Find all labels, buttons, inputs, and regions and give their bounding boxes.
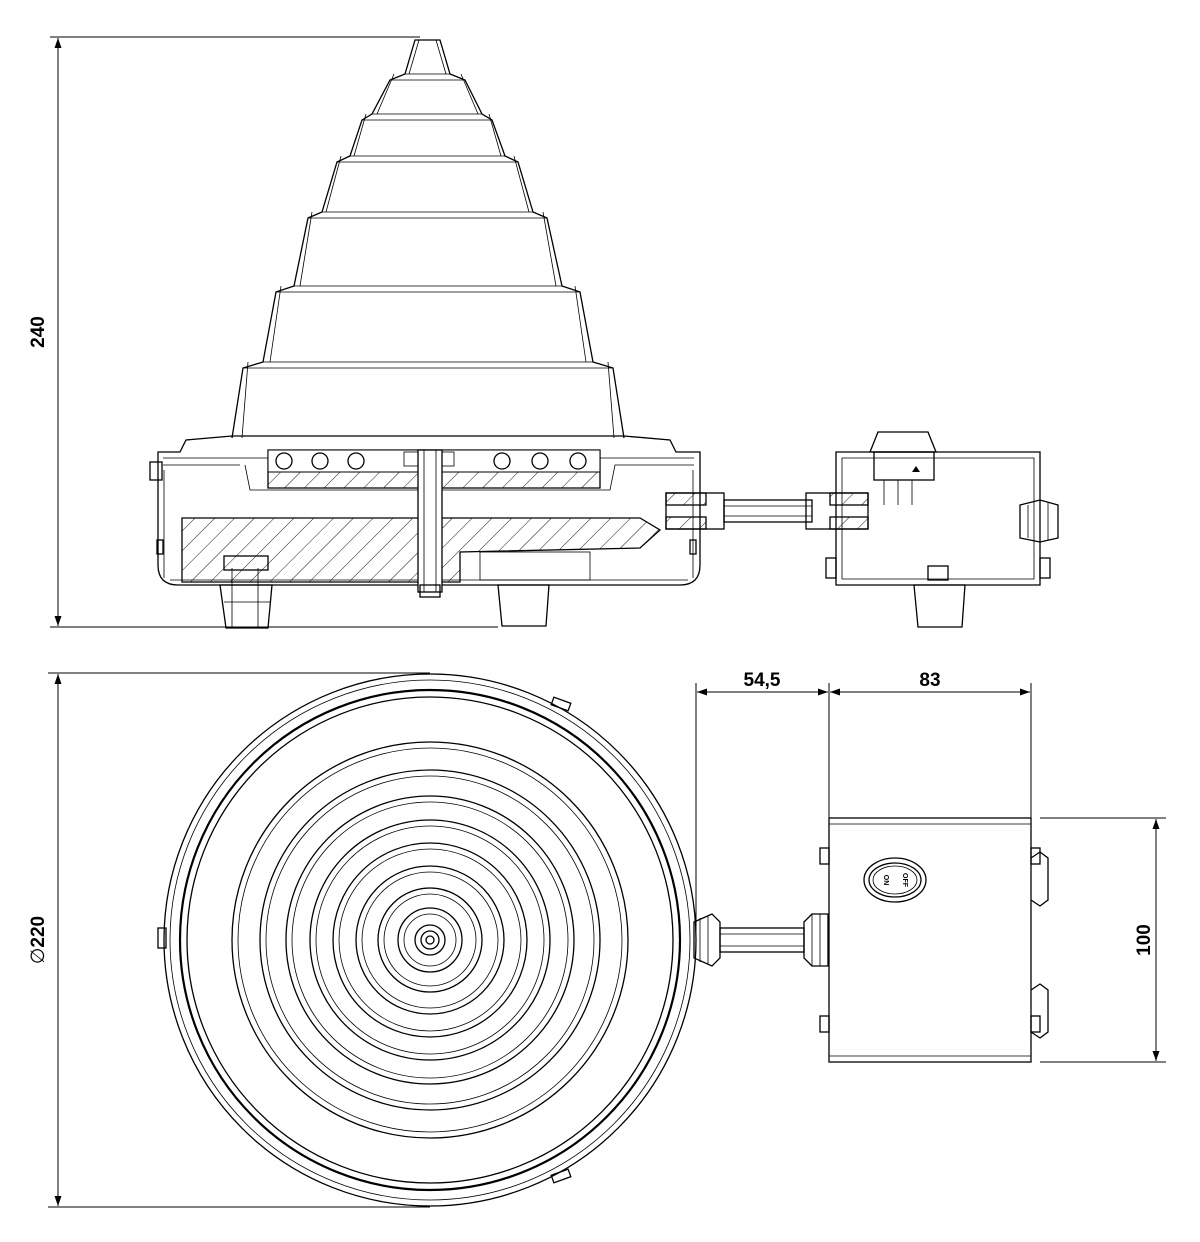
connector-pipe-top bbox=[693, 913, 829, 967]
top-view: ON OFF ∅220 54,5 83 100 bbox=[28, 670, 1166, 1208]
box-width-label: 83 bbox=[919, 670, 940, 691]
box-height-dimension bbox=[1040, 817, 1166, 1063]
diameter-value: 220 bbox=[28, 916, 49, 948]
box-foot bbox=[913, 584, 966, 628]
switch-box-side bbox=[825, 431, 1059, 586]
switch-box-top bbox=[819, 817, 1049, 1063]
center-bolt bbox=[417, 449, 443, 593]
cone-rings bbox=[231, 741, 629, 1139]
lid bbox=[157, 435, 701, 586]
height-dimension bbox=[50, 36, 498, 628]
diameter-dimension bbox=[48, 672, 430, 1208]
connector-length-label: 54,5 bbox=[744, 670, 781, 691]
outer-rim bbox=[163, 673, 697, 1207]
right-foot bbox=[497, 584, 550, 627]
switch-on-label: ON bbox=[882, 875, 889, 886]
height-label: 240 bbox=[28, 316, 49, 348]
side-view: 240 bbox=[28, 36, 1059, 629]
on-off-switch: ON OFF bbox=[863, 857, 927, 903]
diameter-symbol: ∅ bbox=[28, 948, 49, 965]
box-height-label: 100 bbox=[1134, 924, 1155, 956]
left-foot bbox=[219, 584, 273, 629]
diameter-label: ∅220 bbox=[28, 916, 49, 964]
cone-outline bbox=[231, 39, 625, 439]
switch-off-label: OFF bbox=[901, 873, 908, 888]
connector-pipe-side bbox=[665, 492, 869, 530]
ball-row bbox=[275, 452, 587, 470]
horizontal-dimensions bbox=[695, 683, 1032, 930]
